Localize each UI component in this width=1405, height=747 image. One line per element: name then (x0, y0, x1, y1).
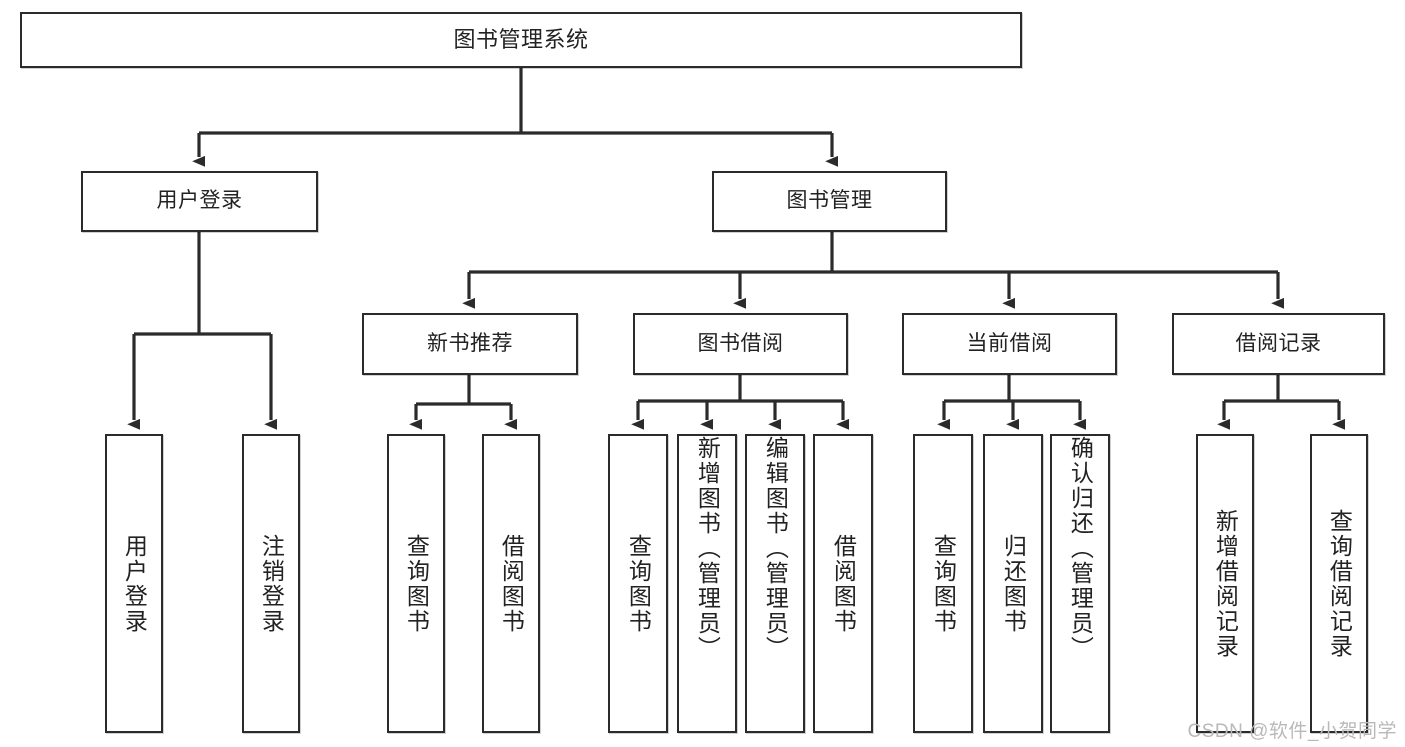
node-label: 编辑图书（管理员） (762, 436, 789, 661)
node-label: 查询借阅记录 (1326, 508, 1353, 659)
node-label: 归还图书 (1000, 533, 1027, 634)
node-leaf-confirm-return-admin[interactable]: 确认归还（管理员） (1050, 434, 1110, 733)
node-new-book-recommend[interactable]: 新书推荐 (362, 313, 578, 375)
node-leaf-add-book-admin[interactable]: 新增图书（管理员） (677, 434, 737, 733)
node-leaf-add-borrow-record[interactable]: 新增借阅记录 (1196, 434, 1254, 733)
node-label: 借阅记录 (1235, 331, 1322, 355)
node-label: 借阅图书 (498, 533, 525, 634)
node-label: 查询图书 (403, 533, 430, 634)
node-leaf-logout[interactable]: 注销登录 (242, 434, 300, 733)
node-leaf-return-book[interactable]: 归还图书 (983, 434, 1043, 733)
node-label: 确认归还（管理员） (1067, 436, 1094, 661)
node-book-manage[interactable]: 图书管理 (712, 171, 947, 232)
node-leaf-query-book-recommend[interactable]: 查询图书 (387, 434, 445, 733)
node-label: 用户登录 (121, 533, 148, 634)
node-label: 图书借阅 (697, 331, 784, 355)
node-borrow-record[interactable]: 借阅记录 (1172, 313, 1385, 375)
node-root-book-management-system[interactable]: 图书管理系统 (20, 12, 1022, 68)
node-leaf-query-book-current[interactable]: 查询图书 (913, 434, 973, 733)
node-label: 新增图书（管理员） (694, 436, 721, 661)
node-label: 注销登录 (258, 533, 285, 634)
node-label: 图书管理 (786, 189, 873, 213)
node-label: 借阅图书 (830, 533, 857, 634)
node-leaf-borrow-book-borrow[interactable]: 借阅图书 (813, 434, 873, 733)
node-book-borrow[interactable]: 图书借阅 (633, 313, 848, 375)
csdn-watermark: CSDN @软件_小贺同学 (1187, 721, 1397, 742)
node-current-borrow[interactable]: 当前借阅 (902, 313, 1117, 375)
node-leaf-query-book-borrow[interactable]: 查询图书 (608, 434, 668, 733)
node-label: 新增借阅记录 (1212, 508, 1239, 659)
node-label: 查询图书 (625, 533, 652, 634)
node-leaf-user-login[interactable]: 用户登录 (105, 434, 163, 733)
node-label: 查询图书 (930, 533, 957, 634)
node-label: 当前借阅 (966, 331, 1053, 355)
node-label: 用户登录 (156, 189, 243, 213)
node-leaf-borrow-book-recommend[interactable]: 借阅图书 (482, 434, 540, 733)
node-label: 图书管理系统 (453, 27, 589, 53)
node-leaf-query-borrow-record[interactable]: 查询借阅记录 (1310, 434, 1368, 733)
node-label: 新书推荐 (427, 331, 513, 355)
node-leaf-edit-book-admin[interactable]: 编辑图书（管理员） (745, 434, 805, 733)
node-user-login[interactable]: 用户登录 (81, 171, 318, 232)
